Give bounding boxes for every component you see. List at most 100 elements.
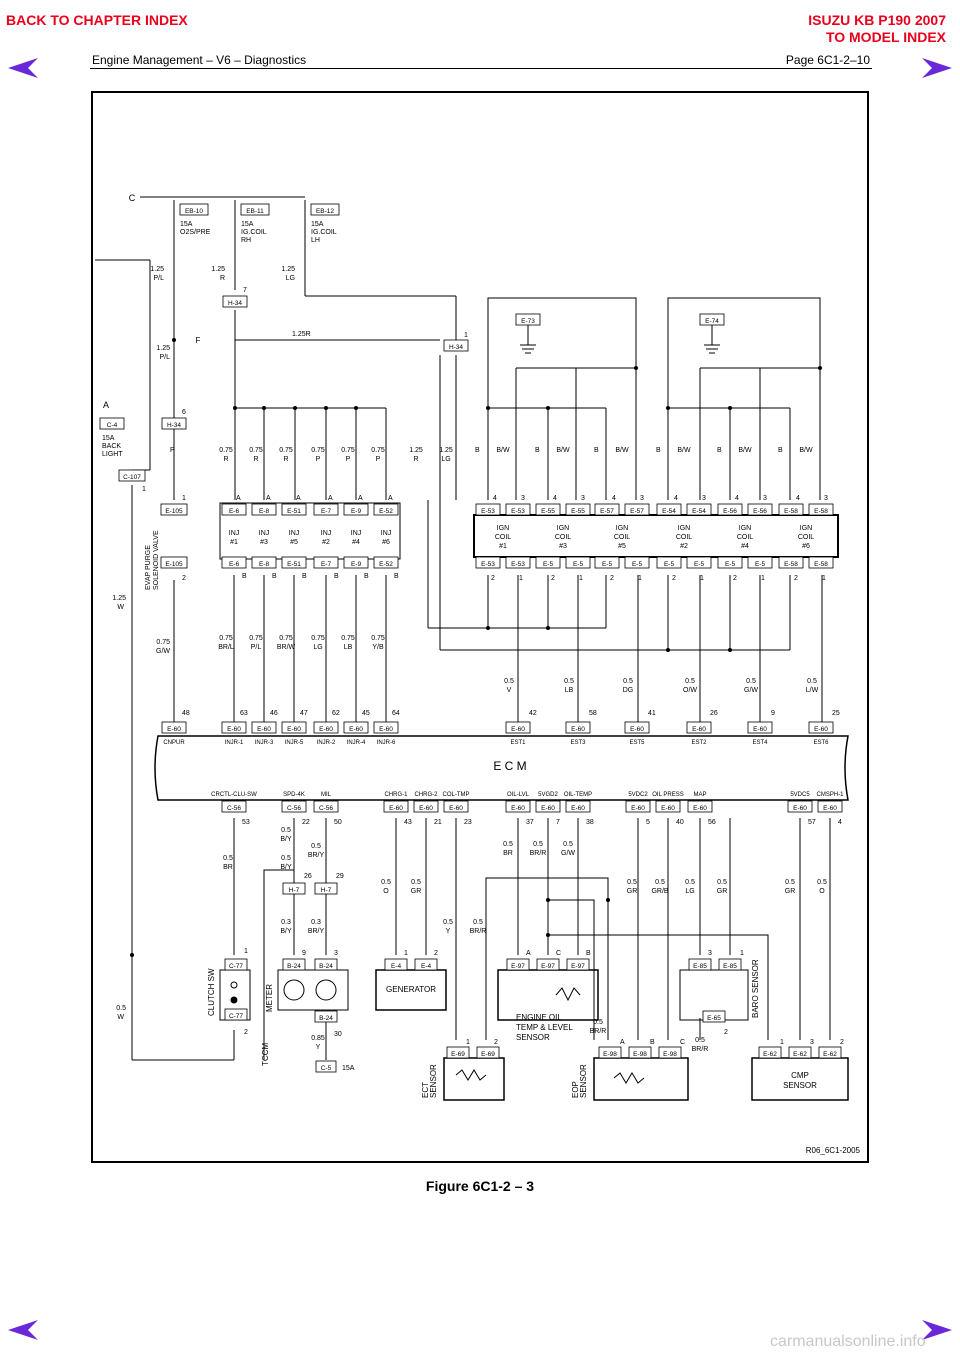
ect-conn-box — [476, 1046, 500, 1059]
wire-size: 0.5 — [311, 843, 321, 850]
eop-name: SENSOR — [579, 1064, 588, 1098]
coil-num: #2 — [680, 543, 688, 550]
coil-name: COIL — [555, 534, 571, 541]
arrow-right-icon[interactable] — [920, 1318, 954, 1342]
pin: 2 — [182, 575, 186, 582]
coil-conn: E-56 — [723, 508, 737, 515]
wire-size: 0.75 — [341, 447, 355, 454]
to-model-index-link[interactable]: TO MODEL INDEX — [825, 29, 946, 45]
wire-color: BR — [503, 850, 513, 857]
pin: 1 — [780, 1039, 784, 1046]
wire-color: O/W — [683, 687, 697, 694]
ecm-pin: 48 — [182, 710, 190, 717]
pin: C — [556, 950, 561, 957]
oil-conn: E-97 — [571, 963, 585, 970]
wire-color: BR/R — [692, 1046, 709, 1053]
fuse-label-box — [310, 203, 340, 216]
injector-conn-box — [251, 503, 277, 516]
ecm-conn-box — [221, 721, 247, 734]
arrow-left-icon[interactable] — [6, 56, 40, 80]
wire-color: R — [220, 275, 225, 282]
c5-label-box — [315, 1060, 337, 1073]
coil-conn: E-57 — [600, 508, 614, 515]
ecm-conn-box — [281, 721, 307, 734]
coil-conn-box — [594, 556, 620, 569]
injector-num: #5 — [290, 539, 298, 546]
coil-conn: E-58 — [814, 508, 828, 515]
h34-pin: 1 — [464, 332, 468, 339]
ecm-pin: 4 — [838, 819, 842, 826]
ecm-signal: INJR-1 — [225, 740, 244, 746]
bottom-conn-box — [221, 800, 247, 813]
pin: 2 — [794, 575, 798, 582]
oil-conn: E-97 — [541, 963, 555, 970]
ect-name: ECT — [421, 1082, 430, 1098]
evap-conn-box — [160, 556, 188, 569]
pin: B — [586, 950, 591, 957]
model-title-link[interactable]: ISUZU KB P190 2007 — [808, 12, 946, 28]
wire-color: P/L — [251, 644, 262, 651]
pin: 3 — [521, 495, 525, 502]
arrow-right-icon[interactable] — [920, 56, 954, 80]
ecm-pin: 5 — [646, 819, 650, 826]
arrow-left-icon[interactable] — [6, 1318, 40, 1342]
ecm-conn: E-60 — [227, 726, 241, 733]
pin: 2 — [434, 950, 438, 957]
ecm-pin: 45 — [362, 710, 370, 717]
gen-conn: E-4 — [421, 963, 432, 970]
pin: 4 — [796, 495, 800, 502]
wire-color: B/W — [677, 447, 691, 454]
wire-size: 0.5 — [685, 879, 695, 886]
wire-color: B — [778, 447, 783, 454]
back-to-chapter-index-link[interactable]: BACK TO CHAPTER INDEX — [6, 12, 188, 28]
clutch-conn: C-77 — [229, 1013, 243, 1020]
pin: A — [526, 950, 531, 957]
wire-color: Y — [316, 1044, 321, 1051]
wire-size: 0.5 — [817, 879, 827, 886]
pin: 2 — [244, 1029, 248, 1036]
wire-label: 1.25R — [292, 331, 311, 338]
header-rule — [90, 68, 872, 69]
ecm-signal: EST5 — [629, 740, 645, 746]
wire-color: B/Y — [280, 864, 292, 871]
fuse-rating: 15A — [241, 221, 254, 228]
injector-conn: E-6 — [229, 508, 240, 515]
h34-mid-box — [443, 339, 469, 352]
wire-size: 0.5 — [563, 841, 573, 848]
wire-size: 0.5 — [281, 827, 291, 834]
pin: 9 — [302, 950, 306, 957]
bottom-conn: E-60 — [449, 805, 463, 812]
pin: B — [242, 573, 247, 580]
coil-conn-box — [656, 503, 682, 516]
wire-size: 0.5 — [381, 879, 391, 886]
wire-color: B/W — [799, 447, 813, 454]
injector-conn: E-51 — [287, 561, 301, 568]
bottom-conn-box — [383, 800, 409, 813]
h34-pin: 7 — [243, 287, 247, 294]
wire-color: O — [819, 888, 825, 895]
pin: 2 — [491, 575, 495, 582]
wire-color: W — [117, 604, 124, 611]
eop-conn-box — [658, 1046, 682, 1059]
injector-conn-box — [251, 556, 277, 569]
ecm-signal: EST2 — [691, 740, 707, 746]
wire-size: 0.5 — [807, 678, 817, 685]
wire-color: P — [316, 456, 321, 463]
clutch-conn-box — [224, 958, 248, 971]
wire-size: 0.75 — [249, 447, 263, 454]
oil-name: SENSOR — [516, 1033, 550, 1042]
ecm-conn-box — [505, 721, 531, 734]
wire-color: P/L — [159, 354, 170, 361]
bottom-conn: C-56 — [319, 805, 333, 812]
ground-label-box — [515, 313, 541, 326]
coil-name: IGN — [557, 525, 569, 532]
cmp-conn: E-62 — [823, 1051, 837, 1058]
wire-size: 0.3 — [311, 919, 321, 926]
wire-color: R — [253, 456, 258, 463]
coil-conn: E-53 — [481, 561, 495, 568]
ecm-pin: 64 — [392, 710, 400, 717]
wire-size: 0.75 — [156, 639, 170, 646]
pin: 1 — [244, 948, 248, 955]
wire-color: B — [535, 447, 540, 454]
ecm-conn: E-60 — [257, 726, 271, 733]
